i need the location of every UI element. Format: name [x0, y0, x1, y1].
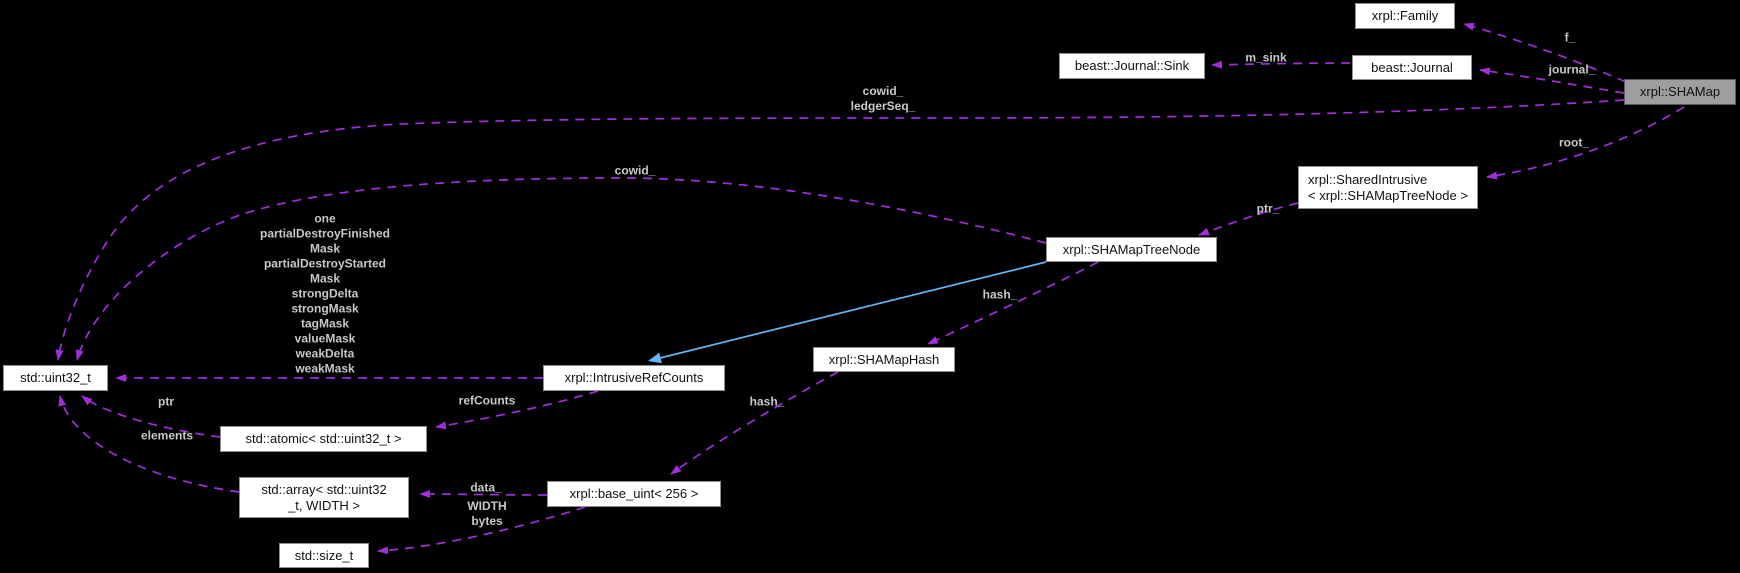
- node-label: xrpl::SharedIntrusive < xrpl::SHAMapTree…: [1308, 171, 1468, 203]
- edge-label-m-sink: m_sink: [1245, 50, 1287, 65]
- node-xrpl-shamaphash[interactable]: xrpl::SHAMapHash: [813, 347, 955, 372]
- node-label: beast::Journal: [1371, 59, 1453, 75]
- node-std-atomic[interactable]: std::atomic< std::uint32_t >: [220, 426, 427, 452]
- inheritance-arrowhead: [648, 352, 662, 364]
- edge-inheritance-line: [659, 261, 1047, 359]
- edge-f-line: [1463, 22, 1627, 83]
- edge-label-root: root_: [1559, 135, 1589, 150]
- node-label: std::size_t: [294, 547, 354, 563]
- node-label: xrpl::SHAMapTreeNode: [1062, 241, 1201, 257]
- edge-label-hash-treenode: hash_: [982, 287, 1018, 302]
- edge-hash-treenode-line: [927, 261, 1099, 345]
- edge-label-width-bytes: WIDTH bytes: [467, 499, 507, 528]
- node-label: xrpl::base_uint< 256 >: [569, 486, 699, 501]
- edge-elements-line: [58, 395, 240, 493]
- node-label: std::atomic< std::uint32_t >: [245, 431, 402, 446]
- edge-label-elements: elements: [140, 428, 194, 443]
- node-label: xrpl::IntrusiveRefCounts: [564, 370, 704, 385]
- edge-label-cowid: cowid_: [614, 163, 656, 178]
- node-beast-journal-sink[interactable]: beast::Journal::Sink: [1059, 53, 1205, 79]
- edge-ptr-shared-line: [1198, 202, 1299, 236]
- edge-label-refcounts: refCounts: [458, 393, 516, 408]
- node-label: xrpl::SHAMap: [1639, 84, 1721, 99]
- node-label: std::array< std::uint32 _t, WIDTH >: [261, 481, 387, 513]
- node-xrpl-base-uint-256[interactable]: xrpl::base_uint< 256 >: [547, 481, 721, 507]
- edge-label-masks: one partialDestroyFinished Mask partialD…: [259, 211, 391, 376]
- edge-label-journal: journal_: [1548, 62, 1596, 77]
- edge-label-f: f_: [1564, 30, 1576, 45]
- node-xrpl-shamaptreenode[interactable]: xrpl::SHAMapTreeNode: [1046, 237, 1217, 262]
- node-label: std::uint32_t: [20, 370, 91, 385]
- node-std-size-t[interactable]: std::size_t: [279, 543, 369, 568]
- edge-cowid-line: [75, 177, 1047, 361]
- node-label: beast::Journal::Sink: [1074, 58, 1190, 73]
- node-xrpl-sharedintrusive[interactable]: xrpl::SharedIntrusive < xrpl::SHAMapTree…: [1298, 166, 1478, 209]
- node-label: xrpl::Family: [1371, 8, 1439, 23]
- edge-label-cowid-ledgerseq: cowid_ ledgerSeq_: [850, 84, 916, 113]
- edge-label-ptr-atomic: ptr: [158, 394, 174, 409]
- edge-label-hash-shamaphash: hash_: [749, 394, 785, 409]
- node-xrpl-shamap[interactable]: xrpl::SHAMap: [1624, 79, 1736, 105]
- node-label: xrpl::SHAMapHash: [828, 351, 940, 367]
- node-xrpl-intrusiverefcounts[interactable]: xrpl::IntrusiveRefCounts: [543, 365, 725, 391]
- node-std-array[interactable]: std::array< std::uint32 _t, WIDTH >: [239, 477, 409, 518]
- edge-label-ptr-shared: ptr_: [1256, 201, 1280, 216]
- node-beast-journal[interactable]: beast::Journal: [1352, 55, 1472, 80]
- node-std-uint32-t[interactable]: std::uint32_t: [3, 365, 108, 391]
- node-xrpl-family[interactable]: xrpl::Family: [1355, 3, 1455, 29]
- edge-label-data: data_: [470, 480, 502, 495]
